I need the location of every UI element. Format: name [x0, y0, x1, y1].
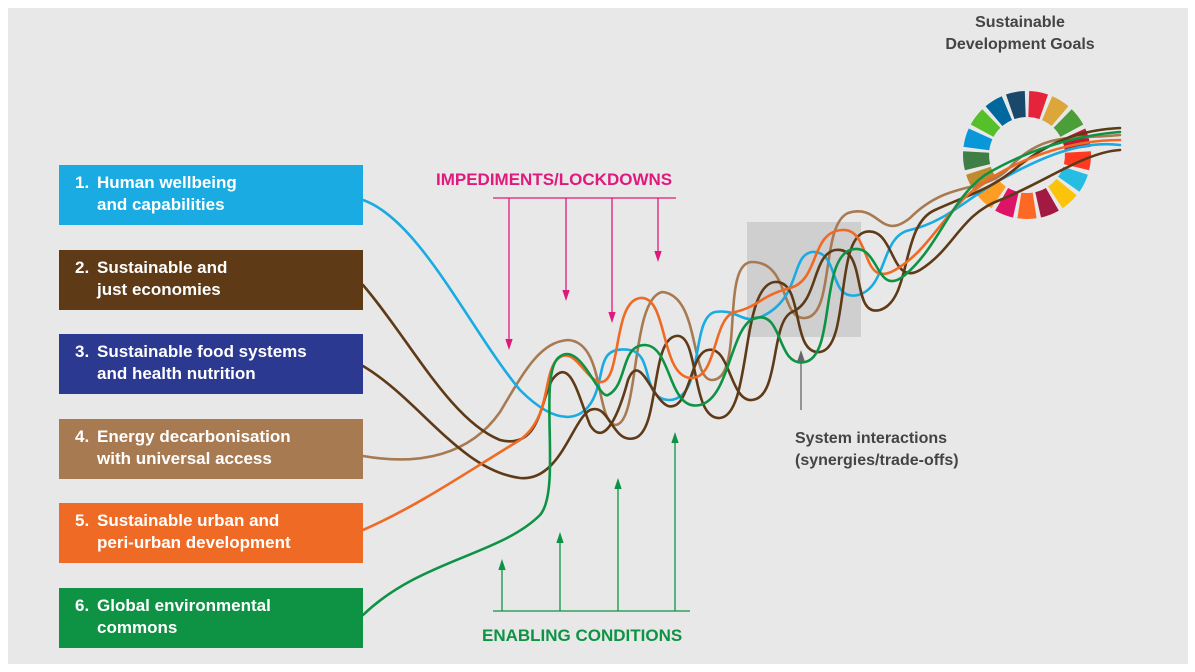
- sdg-wheel-segment: [985, 96, 1012, 126]
- sdg-wheel-segment: [1017, 192, 1037, 220]
- sdg-wheel-segment: [1048, 178, 1077, 209]
- system-arrow: [797, 349, 805, 410]
- entry-point-number: 1.: [75, 173, 90, 192]
- strand-4: [361, 148, 1122, 480]
- entry-point-5: 5. Sustainable urban and peri-urban deve…: [59, 503, 363, 563]
- impediments-label: IMPEDIMENTS/LOCKDOWNS: [436, 170, 673, 189]
- system-interactions-label: System interactions (synergies/trade-off…: [795, 430, 959, 469]
- sdg-wheel-segment: [1053, 109, 1084, 137]
- entry-point-label: Human wellbeing and capabilities: [97, 173, 237, 214]
- entry-point-2: 2. Sustainable and just economies: [59, 250, 363, 310]
- sdg-wheel-segment: [1028, 91, 1048, 120]
- enabling-label: ENABLING CONDITIONS: [482, 626, 683, 645]
- entry-point-1: 1. Human wellbeing and capabilities: [59, 165, 363, 225]
- sdg-wheel-segment: [1006, 91, 1026, 120]
- sdg-wheel-segment: [970, 109, 1001, 137]
- entry-point-label: Sustainable food systems and health nutr…: [97, 342, 307, 383]
- strand-2: [361, 142, 1122, 419]
- entry-point-number: 2.: [75, 258, 90, 277]
- sdg-wheel-segment: [1035, 188, 1059, 218]
- entry-point-number: 6.: [75, 596, 90, 615]
- entry-point-label: Energy decarbonisation with universal ac…: [97, 427, 291, 468]
- sdg-wheel-segment: [1058, 166, 1088, 192]
- strands: [361, 126, 1122, 617]
- strand-5: [361, 138, 1122, 532]
- entry-point-4: 4. Energy decarbonisation with universal…: [59, 419, 363, 479]
- entry-point-number: 5.: [75, 511, 90, 530]
- entry-point-6: 6. Global environmental commons: [59, 588, 363, 648]
- sdg-title: Sustainable Development Goals: [945, 14, 1095, 53]
- strand-6: [361, 130, 1122, 617]
- sdg-wheel-segment: [977, 178, 1006, 209]
- entry-point-label: Sustainable urban and peri-urban develop…: [97, 511, 291, 552]
- entry-point-number: 4.: [75, 427, 90, 446]
- entry-point-number: 3.: [75, 342, 90, 361]
- entry-point-3: 3. Sustainable food systems and health n…: [59, 334, 363, 394]
- sdg-wheel-segment: [963, 128, 993, 151]
- entry-point-label: Global environmental commons: [97, 596, 271, 637]
- entry-point-label: Sustainable and just economies: [97, 258, 228, 299]
- sdg-wheel-segment: [1042, 96, 1069, 126]
- impediments-arrows: [493, 197, 676, 351]
- enabling-arrows: [493, 431, 690, 612]
- strand-1: [361, 133, 1122, 461]
- sdg-wheel-segment: [963, 151, 991, 171]
